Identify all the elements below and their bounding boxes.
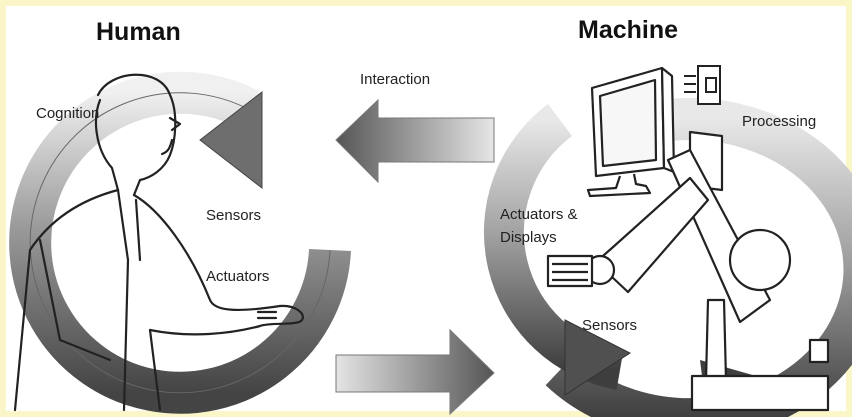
- robot-arm: [546, 130, 830, 412]
- machine-sensors-label: Sensors: [582, 317, 638, 334]
- machine-heading: Machine: [578, 16, 679, 44]
- output-arrow: [335, 328, 495, 416]
- processing-label: Processing: [742, 113, 817, 130]
- monitor-icon: [586, 66, 676, 198]
- machine-actuators-label-line2: Displays: [500, 229, 557, 246]
- human-cycle-arrow: [9, 71, 351, 414]
- cognition-label: Cognition: [36, 105, 100, 122]
- machine-actuators-label-line1: Actuators &: [500, 206, 578, 223]
- human-actuators-label: Actuators: [206, 268, 270, 285]
- interaction-arrow: [335, 98, 495, 184]
- camera-icon: [684, 65, 721, 105]
- human-sensors-label: Sensors: [206, 207, 262, 224]
- interaction-label: Interaction: [360, 71, 431, 88]
- human-heading: Human: [96, 18, 181, 46]
- human-figure: [13, 73, 304, 412]
